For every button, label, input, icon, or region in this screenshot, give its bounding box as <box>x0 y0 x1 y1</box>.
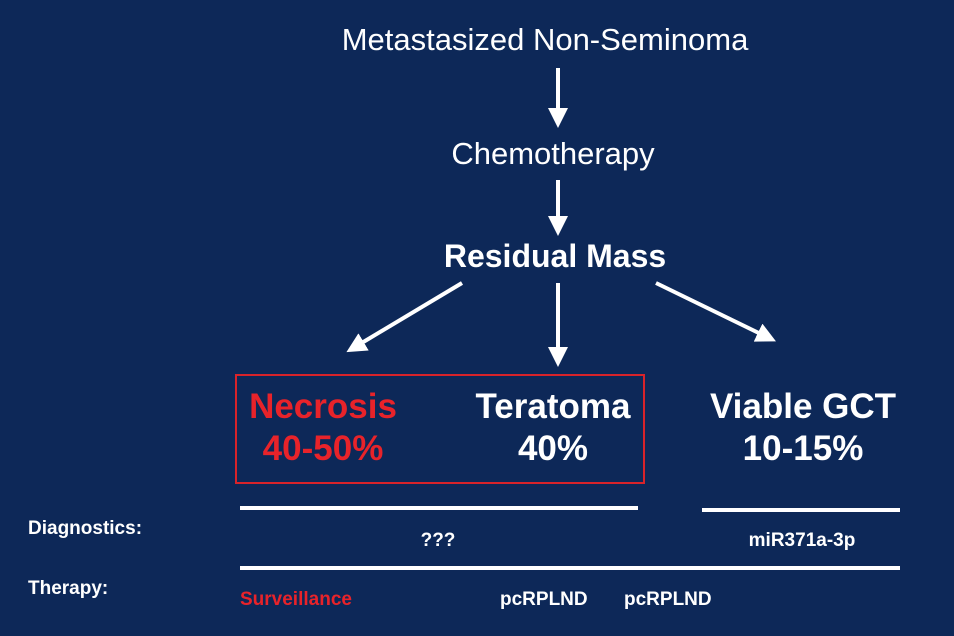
therapy-line <box>240 566 900 570</box>
diagnostics-left-value: ??? <box>420 530 456 551</box>
flow-start-text: Metastasized Non-Seminoma <box>341 22 749 57</box>
outcome-teratoma-name: Teratoma <box>475 387 631 426</box>
outcome-teratoma: Teratoma 40% <box>476 386 631 470</box>
diagnostics-line-right <box>702 508 900 512</box>
outcome-necrosis-percent: 40-50% <box>262 429 384 468</box>
flow-step3-text: Residual Mass <box>443 238 667 274</box>
non-viable-outcomes-box <box>235 374 645 484</box>
therapy-surveillance: Surveillance <box>240 589 352 610</box>
therapy-label: Therapy: <box>28 578 109 599</box>
diagnostics-line-left <box>240 506 638 510</box>
arrow-residual-to-necrosis <box>346 281 464 353</box>
therapy-pcrplnd-1: pcRPLND <box>500 589 588 610</box>
outcome-necrosis-name: Necrosis <box>249 387 397 426</box>
outcome-viable-gct-percent: 10-15% <box>742 429 864 468</box>
outcome-necrosis: Necrosis 40-50% <box>249 386 397 470</box>
therapy-pcrplnd-2: pcRPLND <box>624 589 712 610</box>
outcome-viable-gct-name: Viable GCT <box>709 387 897 426</box>
diagnostics-label: Diagnostics: <box>28 518 143 539</box>
outcome-viable-gct: Viable GCT 10-15% <box>710 386 896 470</box>
arrow-residual-to-viable-gct <box>655 281 776 342</box>
diagnostics-right-value: miR371a-3p <box>748 530 856 551</box>
outcome-teratoma-percent: 40% <box>517 429 589 468</box>
flow-step2-text: Chemotherapy <box>451 136 655 171</box>
